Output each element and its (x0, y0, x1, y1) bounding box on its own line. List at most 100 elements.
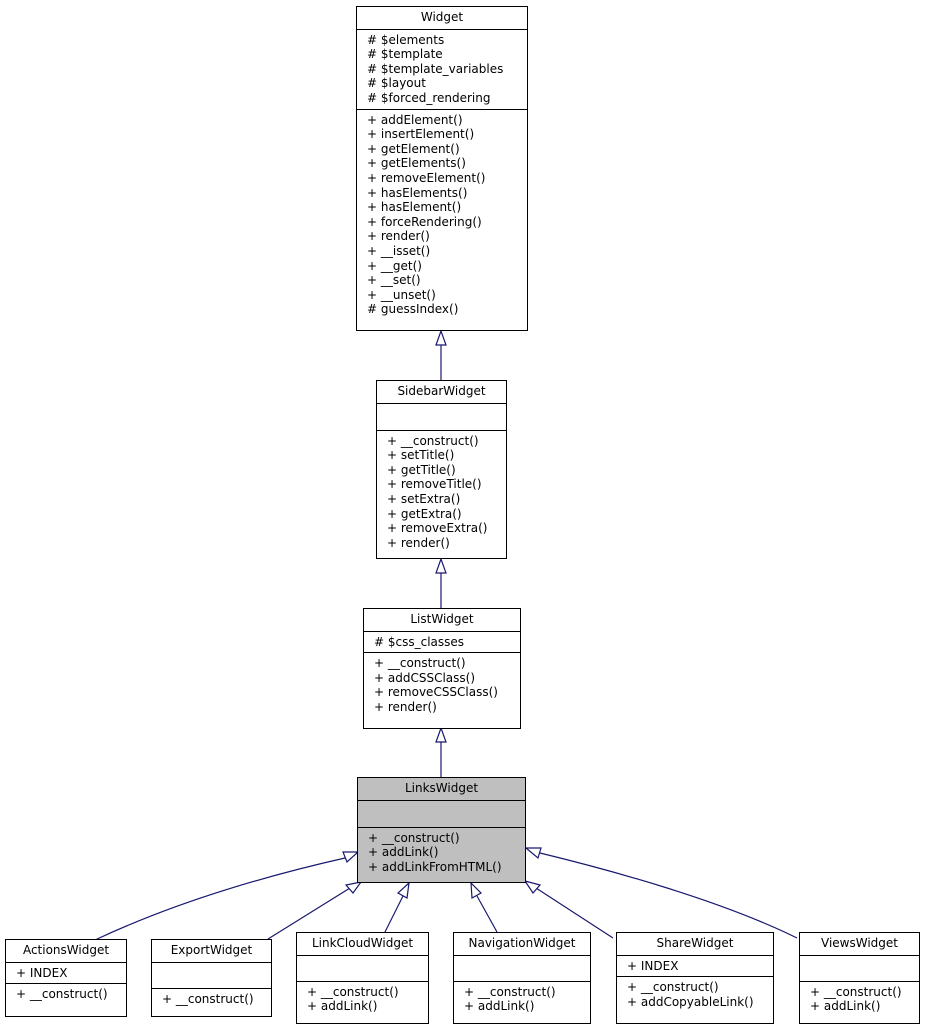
method: + hasElement() (367, 200, 462, 215)
class-name: LinkCloudWidget (297, 933, 428, 956)
method: + __construct() (307, 984, 399, 999)
class-list-widget[interactable]: ListWidget # $css_classes + __construct(… (363, 608, 521, 729)
methods-compartment: + __construct() + addLink() (800, 982, 919, 1017)
class-name: NavigationWidget (454, 933, 590, 956)
method: + __construct() (627, 980, 719, 995)
method: # guessIndex() (367, 302, 459, 317)
class-name: Widget (357, 7, 527, 30)
methods-compartment: + __construct() (152, 989, 271, 1010)
method: + getExtra() (387, 506, 462, 521)
method: + addLink() (368, 845, 439, 860)
method: + render() (387, 535, 450, 550)
attributes-compartment (152, 963, 271, 989)
method: + __construct() (387, 433, 479, 448)
edge-export-to-links (267, 887, 351, 940)
attribute: + INDEX (16, 965, 68, 980)
class-export-widget[interactable]: ExportWidget + __construct() (151, 939, 272, 1017)
arrowhead-list (435, 726, 447, 743)
methods-compartment: + addElement() + insertElement() + getEl… (357, 110, 527, 320)
methods-compartment: + __construct() (6, 984, 126, 1005)
method: + insertElement() (367, 127, 475, 142)
class-name: ShareWidget (617, 933, 773, 956)
methods-compartment: + __construct() + addLink() (454, 982, 590, 1017)
class-name: SidebarWidget (377, 381, 506, 404)
arrowhead-share (523, 880, 542, 894)
attributes-compartment (377, 404, 506, 431)
class-links-widget[interactable]: LinksWidget + __construct() + addLink() … (357, 777, 526, 883)
attributes-compartment: # $elements # $template # $template_vari… (357, 30, 527, 110)
class-sidebar-widget[interactable]: SidebarWidget + __construct() + setTitle… (376, 380, 507, 559)
methods-compartment: + __construct() + addLink() (297, 982, 428, 1017)
attributes-compartment (800, 956, 919, 982)
attribute: # $template (367, 47, 443, 62)
class-widget[interactable]: Widget # $elements # $template # $templa… (356, 6, 528, 331)
method: + __construct() (810, 984, 902, 999)
class-name: ViewsWidget (800, 933, 919, 956)
methods-compartment: + __construct() + addCSSClass() + remove… (364, 653, 520, 717)
attributes-compartment: + INDEX (6, 963, 126, 985)
method: + addLink() (464, 999, 535, 1014)
edge-linkcloud-to-links (384, 895, 404, 933)
attribute: # $css_classes (374, 634, 465, 649)
method: + setTitle() (387, 448, 455, 463)
method: + render() (374, 699, 437, 714)
attribute: # $layout (367, 76, 426, 91)
method: + forceRendering() (367, 214, 482, 229)
class-actions-widget[interactable]: ActionsWidget + INDEX + __construct() (5, 939, 127, 1017)
method: + removeExtra() (387, 521, 488, 536)
class-views-widget[interactable]: ViewsWidget + __construct() + addLink() (799, 932, 920, 1024)
methods-compartment: + __construct() + addLink() + addLinkFro… (358, 828, 525, 878)
class-share-widget[interactable]: ShareWidget + INDEX + __construct() + ad… (616, 932, 774, 1024)
edge-actions-to-links (94, 857, 346, 941)
attributes-compartment: # $css_classes (364, 632, 520, 654)
arrowhead-navigation (470, 881, 482, 899)
class-name: ExportWidget (152, 940, 271, 963)
method: + hasElements() (367, 185, 468, 200)
method: + addCSSClass() (374, 670, 476, 685)
method: + __set() (367, 273, 421, 288)
class-navigation-widget[interactable]: NavigationWidget + __construct() + addLi… (453, 932, 591, 1024)
method: + addElement() (367, 112, 463, 127)
method: + removeElement() (367, 170, 486, 185)
method: + addLink() (810, 999, 881, 1014)
method: + getTitle() (387, 462, 456, 477)
class-name: ListWidget (364, 609, 520, 632)
attributes-compartment (358, 801, 525, 828)
method: + render() (367, 229, 430, 244)
methods-compartment: + __construct() + addCopyableLink() (617, 977, 773, 1012)
method: + removeTitle() (387, 477, 482, 492)
edge-navigation-to-links (476, 895, 498, 933)
attribute: # $elements (367, 32, 445, 47)
arrowhead-widget (435, 329, 447, 346)
edge-views-to-links (539, 852, 798, 939)
arrowhead-actions (342, 851, 360, 864)
arrowhead-export (344, 881, 363, 894)
edge-share-to-links (535, 887, 614, 939)
method: + addLinkFromHTML() (368, 859, 502, 874)
attributes-compartment (454, 956, 590, 982)
arrowhead-sidebar (435, 557, 447, 574)
class-name: ActionsWidget (6, 940, 126, 963)
class-linkcloud-widget[interactable]: LinkCloudWidget + __construct() + addLin… (296, 932, 429, 1024)
method: + __isset() (367, 243, 431, 258)
method: + __unset() (367, 287, 436, 302)
method: + addCopyableLink() (627, 994, 754, 1009)
attribute: + INDEX (627, 958, 679, 973)
attributes-compartment (297, 956, 428, 982)
method: + __construct() (16, 987, 108, 1002)
method: + removeCSSClass() (374, 685, 498, 700)
methods-compartment: + __construct() + setTitle() + getTitle(… (377, 431, 506, 554)
attributes-compartment: + INDEX (617, 956, 773, 978)
method: + __get() (367, 258, 422, 273)
method: + getElements() (367, 156, 466, 171)
attribute: # $template_variables (367, 61, 504, 76)
arrowhead-views (524, 847, 542, 860)
method: + getElement() (367, 141, 460, 156)
class-name: LinksWidget (358, 778, 525, 801)
method: + setExtra() (387, 491, 461, 506)
method: + __construct() (162, 991, 254, 1006)
method: + __construct() (464, 984, 556, 999)
attribute: # $forced_rendering (367, 90, 491, 105)
method: + __construct() (368, 830, 460, 845)
